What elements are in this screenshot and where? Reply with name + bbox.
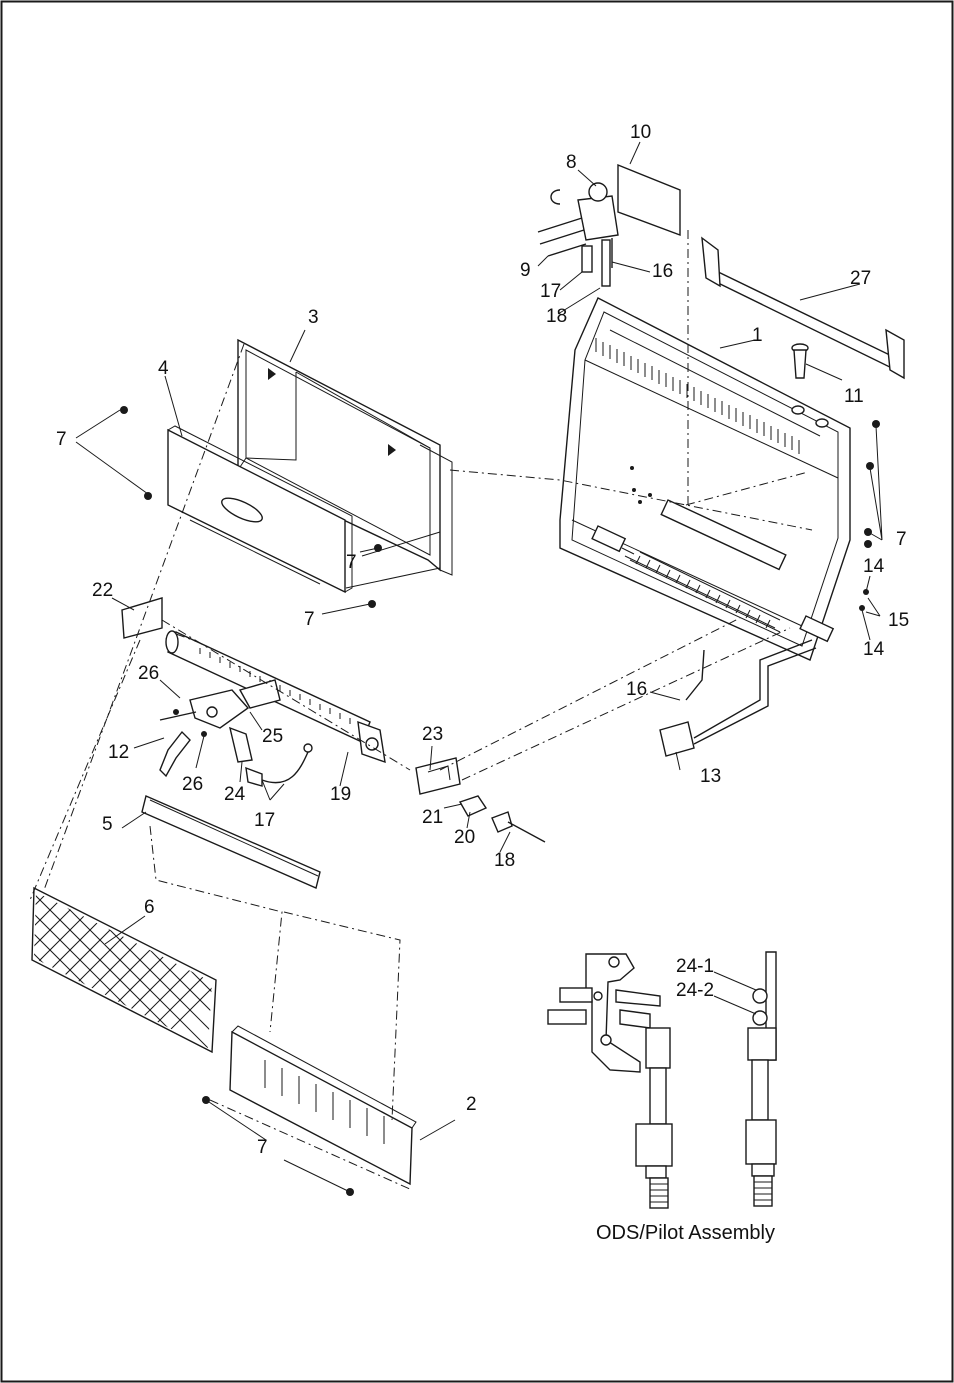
part-label-23: 23 [422,724,443,745]
fitting-20-21 [458,795,488,817]
mesh-screen [31,886,217,1054]
part-label-4: 4 [158,358,169,379]
top-grill-bar-5 [141,795,321,889]
part-label-24-2: 24-2 [676,980,714,1001]
part-label-18-tube: 18 [494,850,515,871]
part-label-7-left: 7 [56,429,67,450]
part-label-6: 6 [144,897,155,918]
ods-pilot-inset [547,951,777,1209]
part-label-13: 13 [700,766,721,787]
part-label-11: 11 [844,386,864,407]
inner-firebox [237,338,453,576]
part-label-16-valve: 16 [652,261,673,282]
part-label-14-bottom: 14 [863,639,885,660]
part-label-26-top: 26 [138,663,159,684]
part-label-8: 8 [566,152,577,173]
part-label-14-top: 14 [863,556,885,577]
part-label-17-valve: 17 [540,281,561,302]
part-label-24: 24 [224,784,246,805]
part-label-7-panel: 7 [304,609,315,630]
part-label-7-cabinet: 7 [896,529,907,550]
part-label-7-firebox: 7 [346,552,357,573]
pilot-assembly [159,679,313,787]
part-label-9: 9 [520,260,531,281]
part-label-5: 5 [102,814,113,835]
knob-11 [791,343,809,379]
bracket-22 [121,597,163,639]
part-label-25: 25 [262,726,283,747]
part-label-27: 27 [850,268,871,289]
part-label-18-valve: 18 [546,306,567,327]
leader-lines [75,141,883,1193]
part-label-15: 15 [888,610,909,631]
tube-18 [491,811,546,843]
strip-27 [701,236,905,380]
cabinet-vent-slots-top [595,338,800,454]
part-label-2: 2 [466,1094,477,1115]
inset-caption: ODS/Pilot Assembly [596,1222,775,1244]
front-panel [167,425,353,594]
valve-13 [659,639,817,757]
assembly-guide-lines [29,230,813,1191]
part-label-3: 3 [308,307,319,328]
part-label-7-bottom: 7 [257,1137,268,1158]
part-label-20: 20 [454,827,475,848]
bracket-23 [415,757,461,795]
part-label-19: 19 [330,784,351,805]
part-label-26-bottom: 26 [182,774,203,795]
part-label-17-pilot: 17 [254,810,275,831]
part-label-12: 12 [108,742,129,763]
part-label-22: 22 [92,580,113,601]
screws-7 [120,406,880,1196]
part-label-24-1: 24-1 [676,956,714,977]
cabinet-vent-slots-bottom [621,547,781,633]
gas-valve-assembly [537,163,681,287]
part-label-1: 1 [752,325,763,346]
part-label-21: 21 [422,807,443,828]
part-label-16-tube: 16 [626,679,647,700]
part-label-10: 10 [630,122,651,143]
bottom-louver-panel [229,1025,417,1186]
heater-cabinet [559,297,851,661]
part-number-labels: 1 2 3 4 5 6 7 7 7 7 7 8 9 10 11 12 13 14… [56,122,909,1158]
